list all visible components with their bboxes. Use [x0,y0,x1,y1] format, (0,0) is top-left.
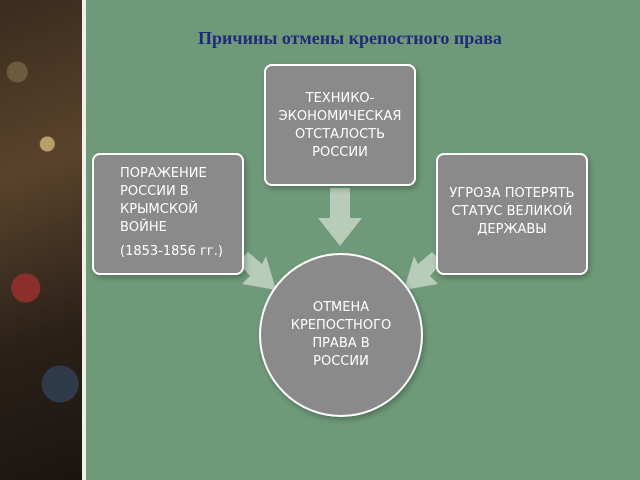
image-border [82,0,86,480]
arrow-right-down-icon [238,252,276,290]
cause-box-technical-backwardness: ТЕХНИКО- ЭКОНОМИЧЕСКАЯ ОТСТАЛОСТЬ РОССИИ [264,64,416,186]
arrow-down-icon [318,188,362,246]
cause-text-line: ДЕРЖАВЫ [477,222,547,237]
arrow-left-down-icon [404,252,442,290]
cause-text-line: КРЫМСКОЙ [120,202,199,217]
result-text-line: КРЕПОСТНОГО [290,318,392,333]
cause-text-line: ПОРАЖЕНИЕ [120,166,207,181]
decorative-medals-image [0,0,86,480]
cause-text-line: РОССИИ [312,145,368,160]
cause-text-line: СТАТУС ВЕЛИКОЙ [451,204,573,219]
result-text-line: РОССИИ [313,354,369,369]
cause-date-note: (1853-1856 гг.) [120,244,223,259]
cause-text-line: ОТСТАЛОСТЬ [294,127,386,142]
cause-box-great-power-status: УГРОЗА ПОТЕРЯТЬ СТАТУС ВЕЛИКОЙ ДЕРЖАВЫ [436,153,588,275]
cause-text-line: УГРОЗА ПОТЕРЯТЬ [449,186,575,201]
cause-box-crimean-war-defeat: ПОРАЖЕНИЕ РОССИИ В КРЫМСКОЙ ВОЙНЕ (1853-… [92,153,244,275]
result-circle-abolition: ОТМЕНА КРЕПОСТНОГО ПРАВА В РОССИИ [259,253,423,417]
result-text-line: ПРАВА В [312,336,370,351]
page-title: Причины отмены крепостного права [198,28,502,48]
cause-text-line: РОССИИ В [120,184,189,199]
cause-text-line: ТЕХНИКО- [305,91,375,106]
cause-text-line: ВОЙНЕ [120,220,167,235]
cause-text-line: ЭКОНОМИЧЕСКАЯ [278,109,402,124]
result-text-line: ОТМЕНА [312,300,370,315]
